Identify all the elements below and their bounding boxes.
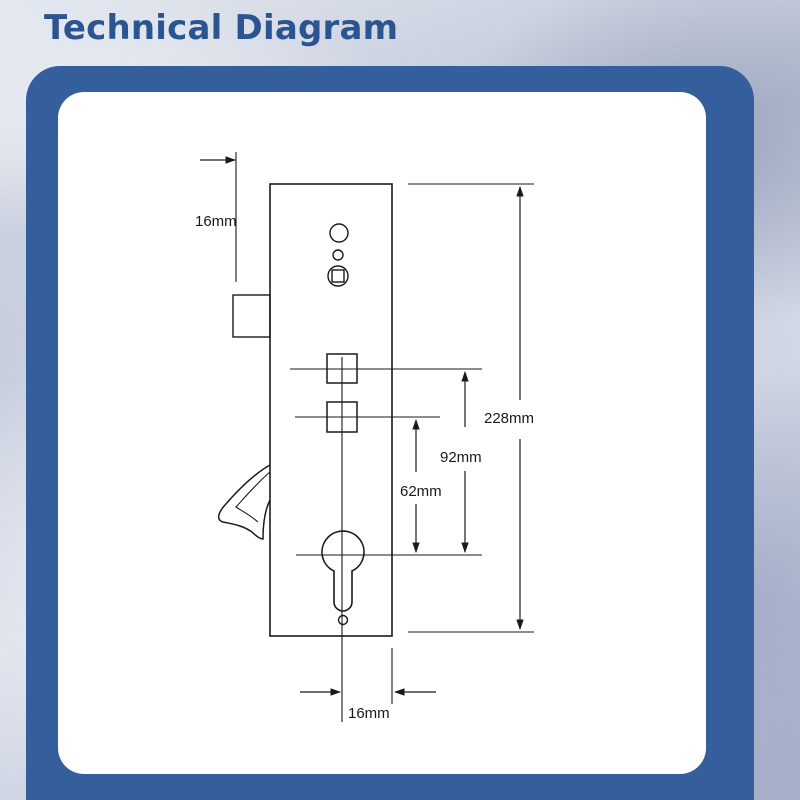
fixing-hole-square-outer (327, 265, 349, 287)
dim-label-total-height: 228mm (484, 410, 534, 427)
dim-label-62mm: 62mm (400, 483, 442, 500)
hook-bolt (217, 464, 271, 540)
fixing-hole-square-inner (331, 269, 345, 283)
fixing-hole-small (332, 249, 344, 261)
dim-label-faceplate-width: 16mm (348, 705, 390, 722)
dim-label-92mm: 92mm (440, 449, 482, 466)
diagram-card: 16mm 228mm 92mm 62mm 16mm (58, 92, 706, 774)
latch-bolt (232, 294, 271, 338)
fixing-hole-large (329, 223, 349, 243)
dim-label-backset-top: 16mm (195, 213, 237, 230)
lock-diagram: 16mm 228mm 92mm 62mm 16mm (195, 152, 534, 722)
page-title: Technical Diagram (44, 8, 399, 48)
euro-cylinder-hole (321, 530, 365, 612)
lock-faceplate (269, 183, 393, 637)
bottom-screw-hole (337, 614, 349, 626)
